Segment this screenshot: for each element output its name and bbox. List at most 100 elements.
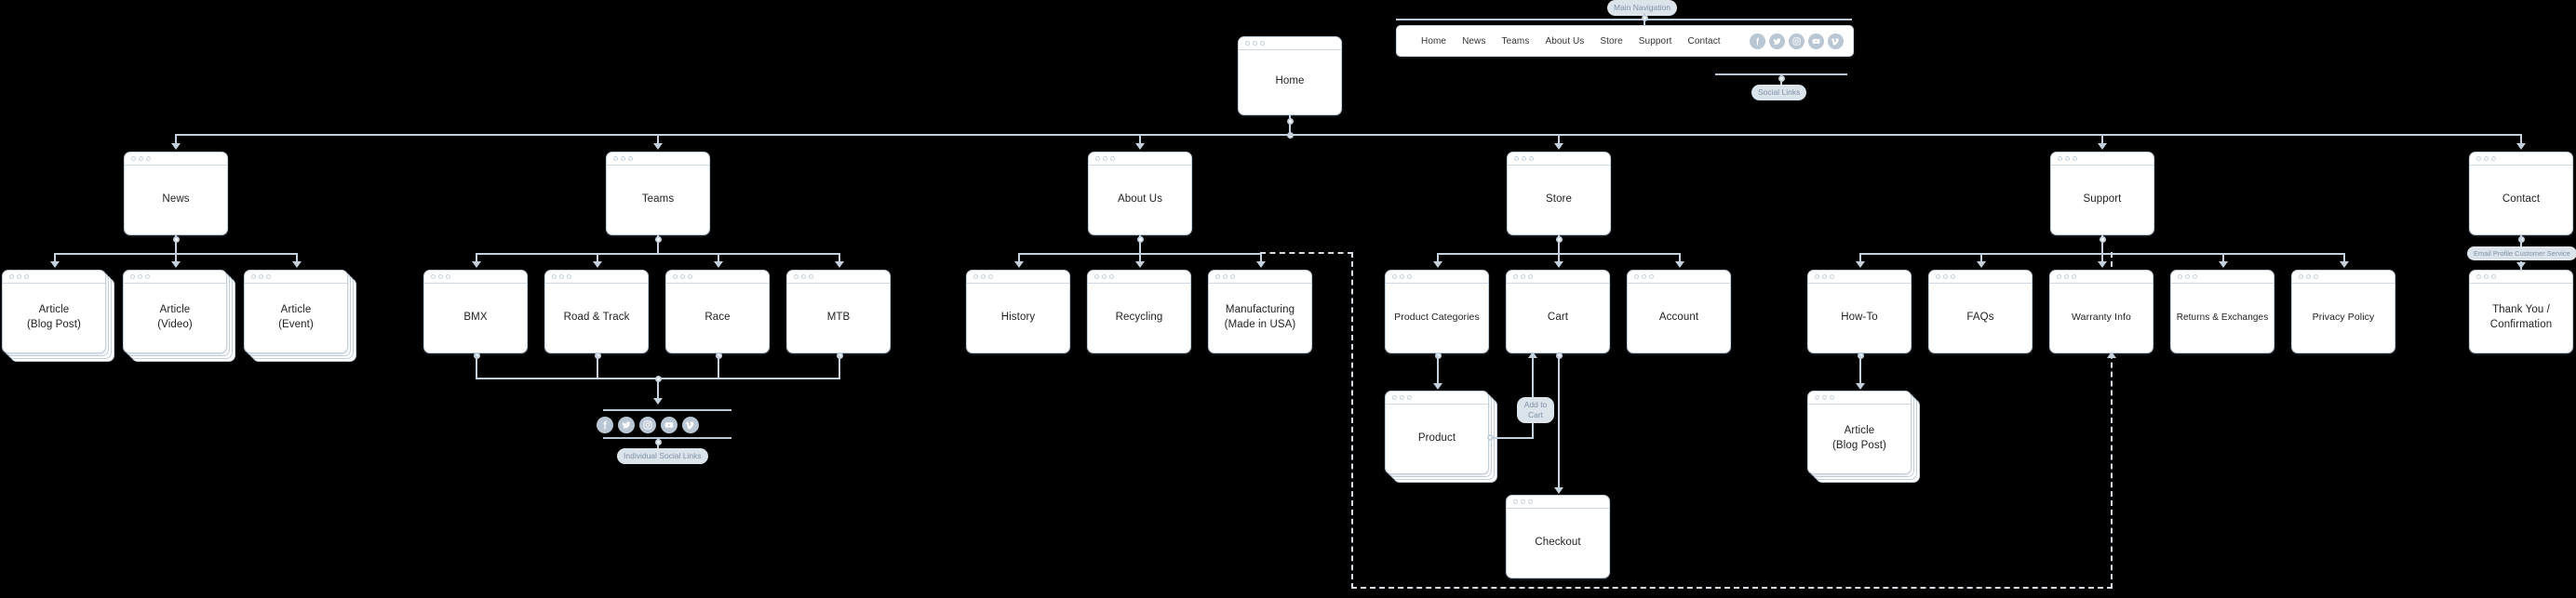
card-stack-article-blog-post[interactable]: Article (Blog Post) xyxy=(2,270,117,365)
connector-teams-drop-1 xyxy=(476,253,477,262)
nav-item-store[interactable]: Store xyxy=(1600,35,1623,47)
facebook-icon[interactable] xyxy=(1749,33,1765,49)
youtube-icon[interactable] xyxy=(1807,33,1824,49)
card-privacy-policy[interactable]: Privacy Policy xyxy=(2291,270,2395,353)
vimeo-icon[interactable] xyxy=(1827,33,1844,49)
twitter-icon[interactable] xyxy=(1768,33,1785,49)
card-product[interactable]: Product xyxy=(1385,391,1489,474)
card-returns-exchanges[interactable]: Returns & Exchanges xyxy=(2170,270,2274,353)
nav-item-support[interactable]: Support xyxy=(1638,35,1672,47)
nav-item-about-us[interactable]: About Us xyxy=(1545,35,1585,47)
card-article-video[interactable]: Article (Video) xyxy=(123,270,227,353)
connector-arrow-teams xyxy=(653,143,663,150)
connector-node xyxy=(1287,118,1294,125)
card-stack-support-article[interactable]: Article (Blog Post) xyxy=(1807,391,1923,485)
connector-drop-teams xyxy=(657,134,659,144)
card-product-categories[interactable]: Product Categories xyxy=(1385,270,1489,353)
facebook-icon[interactable] xyxy=(597,417,613,433)
card-article-event[interactable]: Article (Event) xyxy=(244,270,348,353)
card-race[interactable]: Race xyxy=(665,270,770,353)
card-road-track[interactable]: Road & Track xyxy=(544,270,649,353)
connector-store-drop-3 xyxy=(1679,253,1681,262)
card-news[interactable]: News xyxy=(124,152,228,235)
connector-arrow-recycling xyxy=(1135,261,1145,268)
card-teams[interactable]: Teams xyxy=(606,152,710,235)
card-thank-you-confirmation[interactable]: Thank You / Confirmation xyxy=(2469,270,2573,353)
card-titlebar xyxy=(2470,271,2572,284)
card-account[interactable]: Account xyxy=(1627,270,1731,353)
connector-news-drop-3 xyxy=(296,253,298,262)
navigation-bar[interactable]: Home News Teams About Us Store Support C… xyxy=(1396,25,1854,57)
card-label: Race xyxy=(704,311,731,323)
connector-store-stem xyxy=(1558,235,1560,254)
card-checkout[interactable]: Checkout xyxy=(1506,495,1610,578)
card-label: Returns & Exchanges xyxy=(2176,312,2269,323)
connector-arrow-product-categories xyxy=(1433,261,1442,268)
nav-links: Home News Teams About Us Store Support C… xyxy=(1421,36,1721,47)
card-support[interactable]: Support xyxy=(2050,152,2154,235)
vimeo-icon[interactable] xyxy=(682,417,699,433)
card-titlebar xyxy=(1628,271,1730,284)
card-store[interactable]: Store xyxy=(1507,152,1611,235)
instagram-icon[interactable] xyxy=(639,417,656,433)
connector-cart-to-checkout xyxy=(1558,355,1560,489)
card-titlebar xyxy=(2470,153,2572,166)
instagram-icon[interactable] xyxy=(1788,33,1805,49)
connector-arrow-how-to xyxy=(1856,261,1865,268)
connector-up-race xyxy=(718,355,719,379)
nav-item-home[interactable]: Home xyxy=(1421,35,1447,47)
connector-arrow-returns xyxy=(2219,261,2228,268)
card-stack-article-event[interactable]: Article (Event) xyxy=(244,270,359,365)
connector-arrow-article-blog xyxy=(50,261,60,268)
store-group-region xyxy=(1351,252,2113,589)
card-titlebar xyxy=(787,271,890,284)
connector-arrow-cart xyxy=(1554,261,1563,268)
card-recycling[interactable]: Recycling xyxy=(1087,270,1191,353)
card-label: Thank You / Confirmation xyxy=(2489,303,2553,330)
card-bmx[interactable]: BMX xyxy=(423,270,528,353)
nav-item-news[interactable]: News xyxy=(1462,35,1486,47)
connector-support-drop-5 xyxy=(2343,253,2345,262)
nav-item-contact[interactable]: Contact xyxy=(1687,35,1721,47)
connector-arrow-store xyxy=(1554,143,1563,150)
card-label: Contact xyxy=(2502,193,2541,205)
card-history[interactable]: History xyxy=(966,270,1070,353)
card-stack-article-video[interactable]: Article (Video) xyxy=(123,270,238,365)
connector-teams-social-stem xyxy=(657,378,659,400)
card-label: Product Categories xyxy=(1394,312,1480,324)
card-article-blog-post[interactable]: Article (Blog Post) xyxy=(2,270,106,353)
connector-arrow-road-track xyxy=(593,261,602,268)
card-stack-product[interactable]: Product xyxy=(1385,391,1500,485)
card-manufacturing[interactable]: Manufacturing (Made in USA) xyxy=(1208,270,1312,353)
card-label: Article (Video) xyxy=(157,303,193,330)
card-label: MTB xyxy=(826,311,851,323)
connector-up-road xyxy=(597,355,598,379)
card-how-to[interactable]: How-To xyxy=(1807,270,1912,353)
connector-news-drop-2 xyxy=(175,253,177,262)
connector-arrow-history xyxy=(1014,261,1024,268)
card-faqs[interactable]: FAQs xyxy=(1928,270,2033,353)
connector-arrow-news xyxy=(171,143,181,150)
card-titlebar xyxy=(1089,153,1191,166)
connector-support-stem xyxy=(2101,235,2103,254)
connector-drop-store xyxy=(1558,134,1560,144)
card-about-us[interactable]: About Us xyxy=(1088,152,1192,235)
connector-about-drop-1 xyxy=(1018,253,1020,262)
card-cart[interactable]: Cart xyxy=(1506,270,1610,353)
card-contact[interactable]: Contact xyxy=(2469,152,2573,235)
card-warranty-info[interactable]: Warranty Info xyxy=(2049,270,2153,353)
card-support-article-blog-post[interactable]: Article (Blog Post) xyxy=(1807,391,1912,474)
card-label: Road & Track xyxy=(563,311,630,323)
connector-arrow-individual-social xyxy=(653,398,663,405)
connector-howto-to-article xyxy=(1859,355,1861,385)
nav-item-teams[interactable]: Teams xyxy=(1501,35,1530,47)
card-titlebar xyxy=(2050,271,2153,284)
connector-arrow-manufacturing xyxy=(1256,261,1266,268)
youtube-icon[interactable] xyxy=(661,417,678,433)
twitter-icon[interactable] xyxy=(618,417,635,433)
card-mtb[interactable]: MTB xyxy=(786,270,891,353)
card-home[interactable]: Home xyxy=(1238,36,1342,115)
card-label: Warranty Info xyxy=(2072,312,2131,324)
callout-main-navigation: Main Navigation xyxy=(1607,0,1677,16)
connector-home-stem xyxy=(1289,115,1291,135)
